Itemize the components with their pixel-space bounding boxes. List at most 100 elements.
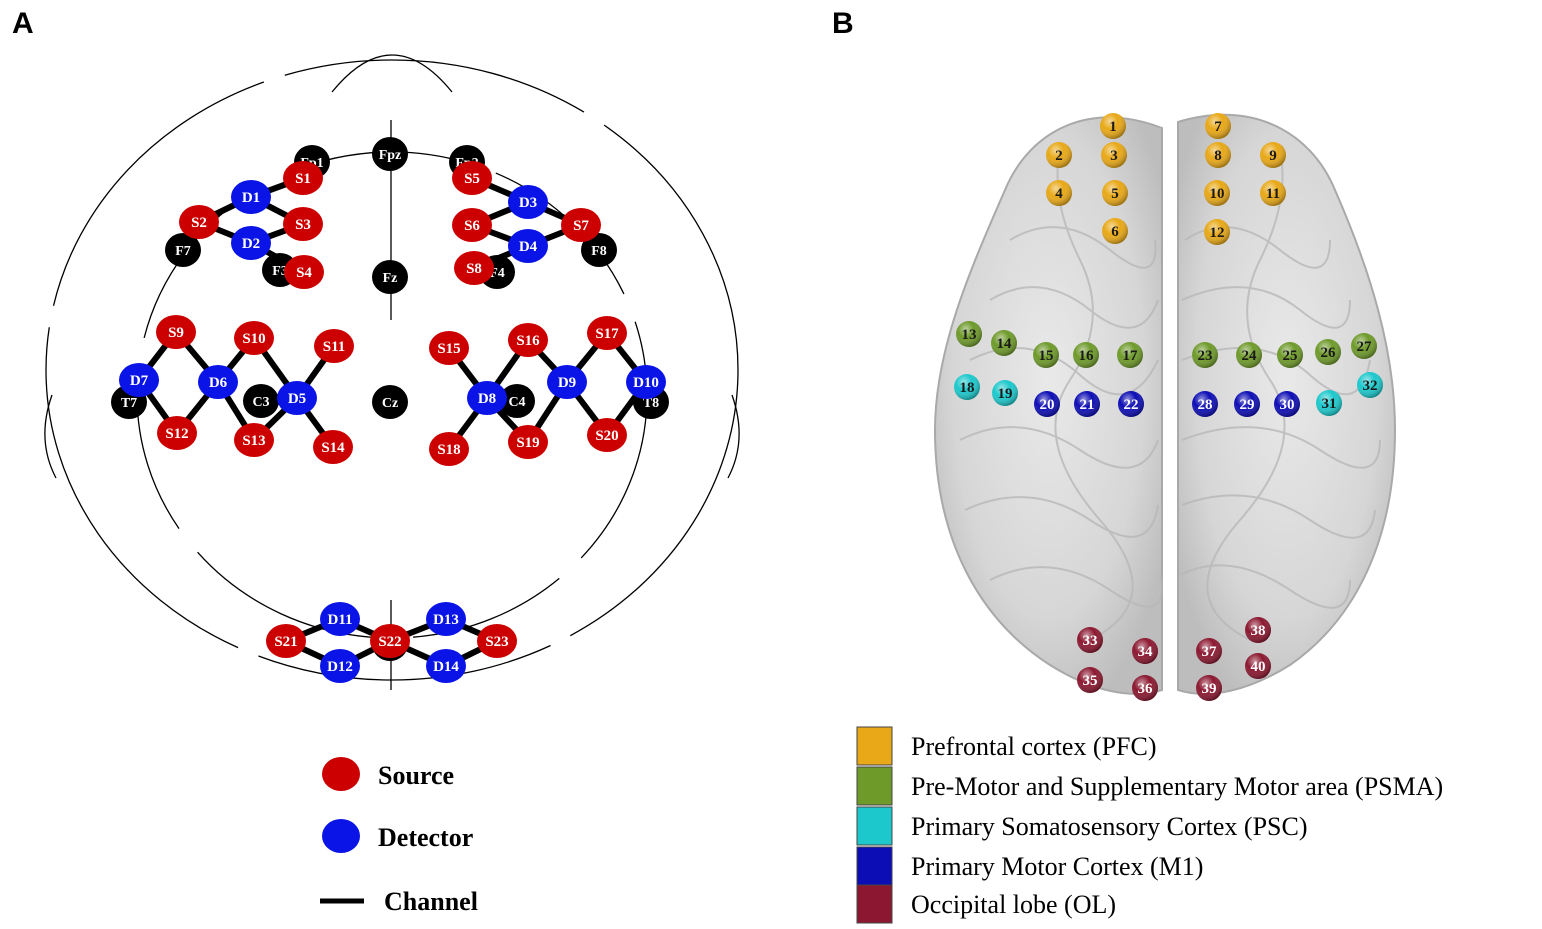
legend-b-label: Occipital lobe (OL) (911, 890, 1116, 919)
source-dot (429, 432, 469, 466)
detector-label: D14 (433, 659, 459, 675)
brain-channel-shade (1132, 675, 1158, 701)
brain-channel-label: 12 (1210, 225, 1225, 241)
brain-channel-label: 13 (962, 327, 977, 343)
electrode-f7: F7 (165, 233, 201, 267)
source-s1: S1 (283, 161, 323, 195)
source-s17: S17 (587, 316, 627, 350)
electrode-fz: Fz (372, 260, 408, 294)
detector-label: D7 (130, 373, 149, 389)
brain-channel-shade (1046, 180, 1072, 206)
brain-channel-label: 25 (1283, 348, 1298, 364)
source-dot (587, 418, 627, 452)
source-label: S7 (573, 218, 589, 234)
brain-channel-1: 1 (1100, 113, 1126, 139)
brain-channel-shade (1192, 391, 1218, 417)
source-dot (266, 624, 306, 658)
brain-channel-shade (1234, 391, 1260, 417)
detector-label: D3 (519, 195, 537, 211)
brain-channel-label: 23 (1198, 348, 1213, 364)
brain-channel-13: 13 (956, 321, 982, 347)
legend-channel-label: Channel (384, 887, 478, 916)
legend-b-label: Pre-Motor and Supplementary Motor area (… (911, 772, 1443, 801)
brain-channel-15: 15 (1033, 342, 1059, 368)
electrode-label: F3 (272, 264, 288, 279)
electrode-dot (372, 385, 408, 419)
brain-channel-shade (1274, 391, 1300, 417)
source-label: S19 (516, 435, 539, 451)
brain-channel-8: 8 (1205, 142, 1231, 168)
brain-channel-shade (1204, 180, 1230, 206)
brain-channel-25: 25 (1277, 342, 1303, 368)
source-label: S21 (274, 634, 297, 650)
source-s18: S18 (429, 432, 469, 466)
brain-channel-30: 30 (1274, 391, 1300, 417)
detector-dot (277, 381, 317, 415)
brain-channel-label: 26 (1321, 345, 1337, 361)
brain-channel-shade (1196, 675, 1222, 701)
brain-channel-label: 33 (1083, 633, 1098, 649)
brain-channel-label: 21 (1080, 397, 1095, 413)
detector-d8: D8 (467, 381, 507, 415)
brain-channel-label: 24 (1242, 348, 1258, 364)
brain-channel-shade (1277, 342, 1303, 368)
brain-channel-shade (1260, 180, 1286, 206)
scalp-circle (45, 59, 739, 681)
source-label: S16 (516, 333, 540, 349)
brain-channel-shade (991, 330, 1017, 356)
source-s3: S3 (283, 207, 323, 241)
electrode-dot (165, 233, 201, 267)
source-s11: S11 (314, 329, 354, 363)
source-label: S1 (295, 171, 311, 187)
brain-channel-label: 4 (1055, 186, 1063, 202)
left-ear-outline (44, 394, 57, 479)
brain-channel-shade (1357, 372, 1383, 398)
brain-channel-shade (1077, 627, 1103, 653)
source-s4: S4 (284, 255, 324, 289)
brain-channel-shade (1118, 391, 1144, 417)
electrode-c4: C4 (499, 384, 535, 418)
source-s8: S8 (454, 251, 494, 285)
brain-channel-shade (1117, 342, 1143, 368)
electrode-label: T8 (643, 396, 659, 411)
source-label: S13 (242, 433, 265, 449)
legend-b-swatch (856, 766, 893, 806)
brain-channel-label: 31 (1322, 396, 1337, 412)
right-ear-outline (727, 394, 740, 479)
legend-a: Source Detector Channel (320, 757, 478, 916)
brain-channel-label: 17 (1123, 348, 1139, 364)
detector-d12: D12 (320, 649, 360, 683)
source-label: S23 (485, 634, 508, 650)
source-label: S18 (437, 442, 460, 458)
brain-channel-shade (1245, 617, 1271, 643)
brain-channel-shade (1033, 342, 1059, 368)
brain-channel-19: 19 (992, 380, 1018, 406)
brain-channel-7: 7 (1205, 113, 1231, 139)
source-s14: S14 (313, 430, 353, 464)
source-s2: S2 (179, 205, 219, 239)
source-dot (454, 251, 494, 285)
brain-channel-label: 34 (1138, 644, 1154, 660)
detector-label: D9 (558, 375, 576, 391)
source-s21: S21 (266, 624, 306, 658)
source-s19: S19 (508, 425, 548, 459)
brain-channel-17: 17 (1117, 342, 1143, 368)
detector-label: D11 (327, 612, 352, 628)
brain-channel-shade (1046, 142, 1072, 168)
brain-channel-shade (1034, 391, 1060, 417)
brain-channel-shade (992, 380, 1018, 406)
legend-b-swatch (856, 726, 893, 766)
source-label: S6 (464, 218, 480, 234)
detector-label: D5 (288, 391, 306, 407)
electrode-dot (581, 233, 617, 267)
brain-channel-label: 36 (1138, 681, 1154, 697)
electrode-label: C4 (508, 395, 525, 410)
electrode-f8: F8 (581, 233, 617, 267)
brain-channel-38: 38 (1245, 617, 1271, 643)
brain-channel-shade (1132, 638, 1158, 664)
legend-b-label: Prefrontal cortex (PFC) (911, 732, 1157, 761)
source-s5: S5 (452, 161, 492, 195)
detector-d3: D3 (508, 185, 548, 219)
detector-label: D12 (327, 659, 353, 675)
source-label: S22 (378, 634, 401, 650)
